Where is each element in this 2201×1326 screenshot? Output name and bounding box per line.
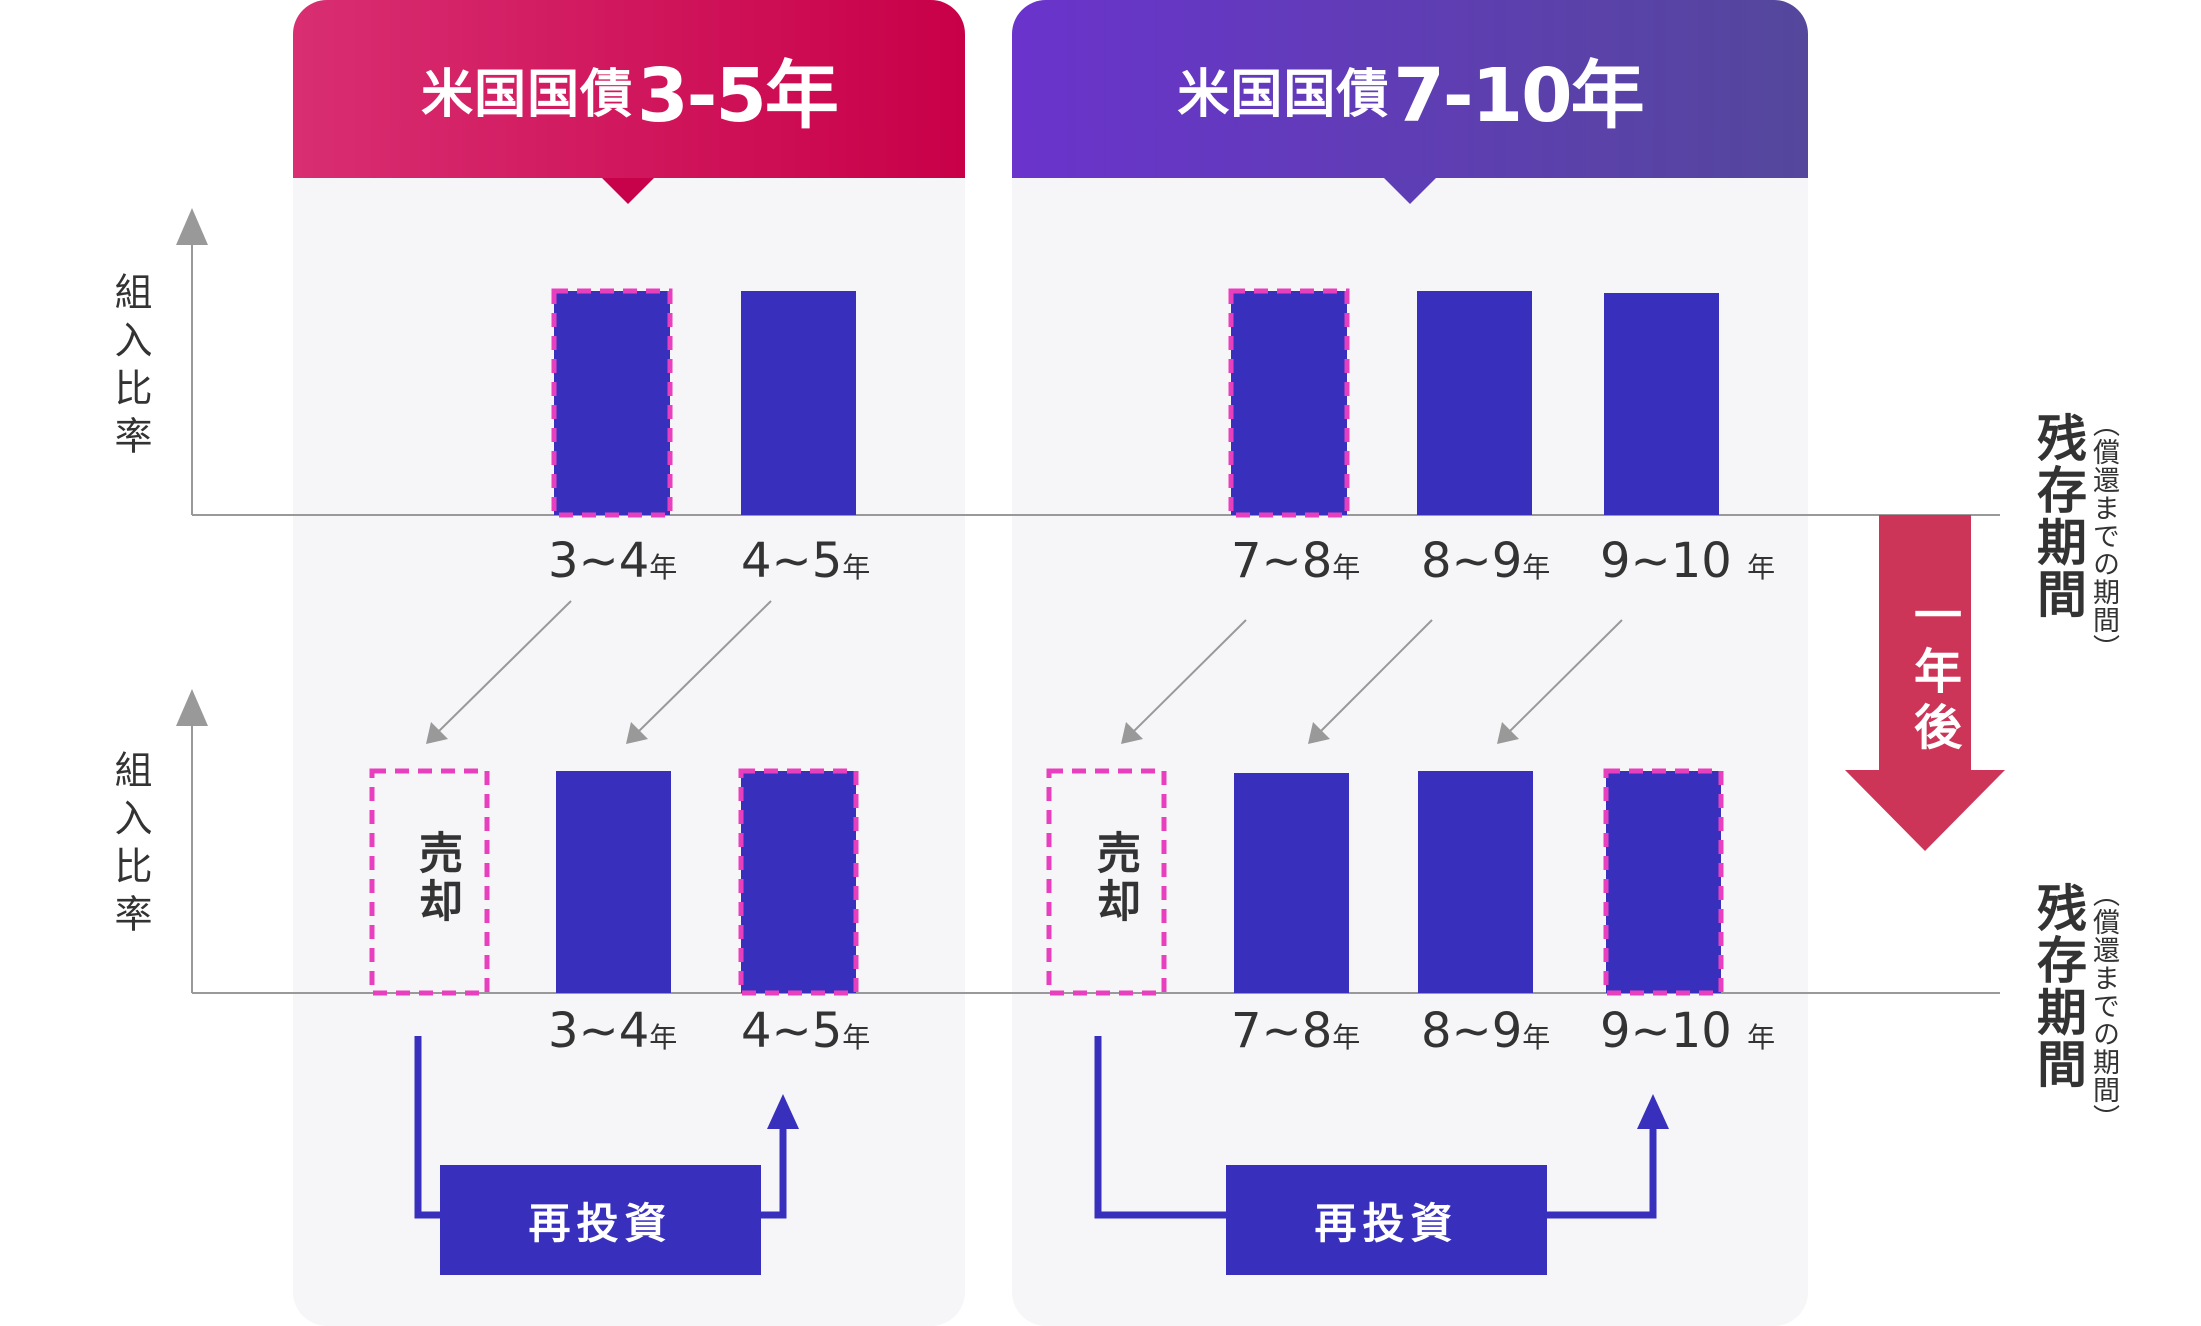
category-label: 8~9年: [1421, 1003, 1551, 1059]
bottom-bars: [369, 768, 1724, 996]
header-notch: [602, 178, 654, 204]
after-arrow-head: [1845, 770, 2005, 851]
bar-top-4-5: [741, 291, 856, 515]
sold-label-7-10: 売却: [1089, 830, 1140, 926]
x-axis-label-top: 残存期間: [2029, 412, 2087, 620]
y-axis-bottom-arrowhead: [176, 689, 208, 726]
category-label: 8~9年: [1421, 533, 1551, 589]
reinvest-flow-left: [761, 1125, 787, 1219]
x-axis-label-bottom: 残存期間: [2029, 882, 2087, 1090]
bar-bottom-3-4: [556, 771, 671, 993]
x-axis-sublabel-top: （償還までの期間）: [2088, 410, 2119, 662]
category-label: 4~5年: [741, 533, 871, 589]
reinvest-flow-left: [414, 1036, 440, 1219]
reinvest-arrowhead: [1637, 1094, 1669, 1129]
shift-arrow-head: [1497, 722, 1519, 744]
shift-arrows: [426, 600, 1623, 744]
shift-arrow: [1318, 619, 1433, 734]
category-label: 3~4年: [548, 1003, 678, 1059]
panel-3-5-year: [293, 0, 965, 1326]
after-arrow-shaft: [1879, 515, 1971, 772]
bar-top-8-9: [1417, 291, 1532, 515]
category-label: 3~4年: [548, 533, 678, 589]
shift-arrow: [436, 600, 572, 734]
bar-bottom-4-5: [738, 768, 859, 996]
sold-label-3-5: 売却: [411, 830, 462, 926]
bar-bottom-9-10: [1603, 768, 1724, 996]
x-axis-sublabel-bottom: （償還までの期間）: [2088, 880, 2119, 1132]
reinvest-box-3-5: 再投資: [440, 1165, 761, 1275]
y-axis-top-arrowhead: [176, 208, 208, 245]
reinvest-flow: [414, 1036, 1657, 1219]
panel-title-range: 3-5年: [637, 52, 839, 139]
bar-top-7-8: [1228, 288, 1350, 518]
sold-slot-3-5: [369, 768, 490, 996]
shift-arrow: [1507, 619, 1623, 734]
panel-title-range: 7-10年: [1393, 52, 1644, 139]
bar-bottom-7-8: [1234, 773, 1349, 993]
top-bars: [551, 288, 1719, 518]
shift-arrow: [1131, 619, 1247, 734]
panel-7-10-year: [1012, 0, 1808, 1326]
panel-title-name: 米国国債: [421, 64, 634, 125]
shift-arrow: [636, 600, 772, 734]
bar-top-3-4: [551, 288, 673, 518]
after-one-year-arrow: [1845, 515, 2005, 851]
panel-header-7-10-year: 米国国債 7-10年: [1012, 0, 1808, 178]
y-axis-label-bottom: 組入比率: [108, 750, 152, 942]
category-label: 9~10 年: [1600, 533, 1776, 589]
reinvest-arrowhead: [767, 1094, 799, 1129]
reinvest-flow-right: [1547, 1125, 1657, 1219]
header-notch: [1384, 178, 1436, 204]
shift-arrow-head: [1121, 722, 1143, 744]
y-axis-label-top: 組入比率: [108, 272, 152, 464]
category-label: 7~8年: [1231, 1003, 1361, 1059]
reinvest-box-7-10: 再投資: [1226, 1165, 1547, 1275]
bar-top-9-10: [1604, 293, 1719, 515]
reinvest-flow-right: [1094, 1036, 1226, 1219]
panel-header-3-5-year: 米国国債 3-5年: [293, 0, 965, 178]
shift-arrow-head: [1308, 722, 1330, 744]
bar-bottom-8-9: [1418, 771, 1533, 993]
category-label: 9~10 年: [1600, 1003, 1776, 1059]
category-label: 4~5年: [741, 1003, 871, 1059]
after-one-year-label: 一年後: [1905, 590, 1961, 758]
shift-arrow-head: [626, 722, 648, 744]
category-label: 7~8年: [1231, 533, 1361, 589]
sold-slot-7-10: [1046, 768, 1167, 996]
panel-title-name: 米国国債: [1177, 64, 1390, 125]
shift-arrow-head: [426, 722, 448, 744]
